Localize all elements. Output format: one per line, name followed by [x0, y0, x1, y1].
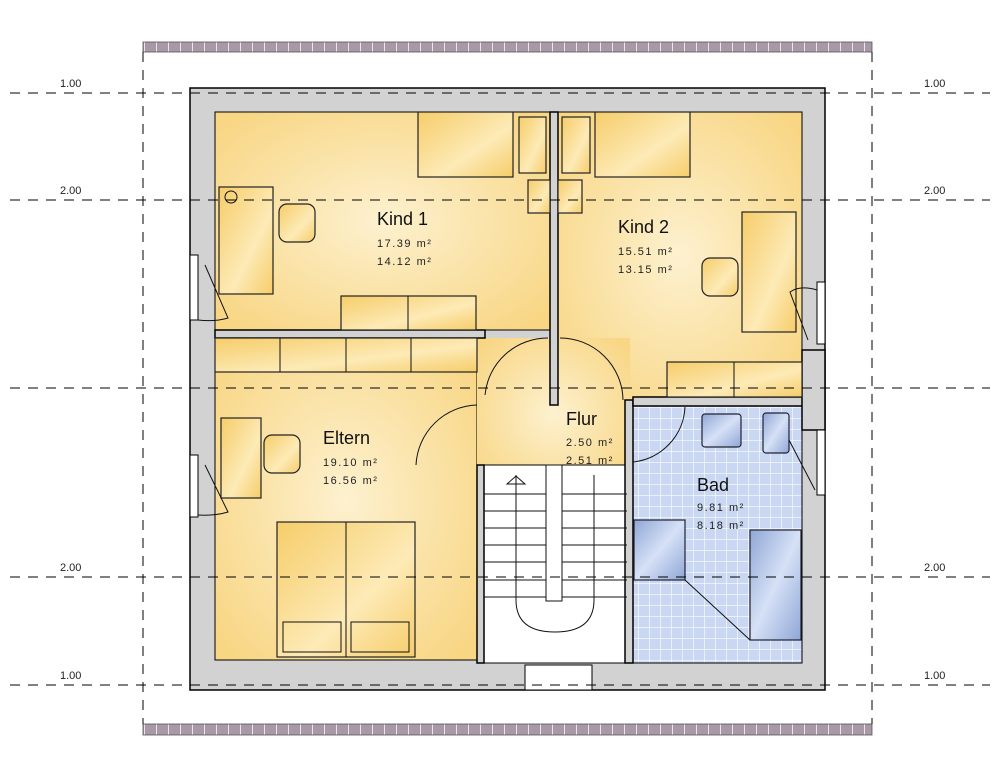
- nightstand-kind1: [518, 116, 547, 174]
- bed-kind1: [417, 111, 514, 178]
- wall-right-jog: [801, 349, 826, 431]
- socket-kind1: [527, 179, 551, 214]
- room-area-living: 16.56 m²: [323, 475, 378, 487]
- room-area-total: 2.50 m²: [566, 437, 614, 449]
- room-name-kind-2: Kind 2: [618, 217, 669, 237]
- bathtub: [749, 529, 802, 641]
- wall-kind1-eltern: [214, 329, 486, 339]
- dimension-label-right: 2.00: [924, 562, 945, 574]
- nightstand-kind2: [561, 116, 591, 174]
- door-swing-kind2: [559, 337, 624, 401]
- room-area-total: 9.81 m²: [697, 502, 745, 514]
- desk-kind1: [218, 186, 274, 295]
- room-area-living: 14.12 m²: [377, 256, 432, 268]
- pillow: [282, 621, 342, 653]
- sink: [701, 413, 742, 448]
- chair-kind1: [278, 203, 316, 243]
- window-bad: [816, 429, 826, 496]
- shower-screen: [684, 579, 751, 641]
- stair-direction-arrow-icon: [505, 475, 527, 485]
- dimension-label-right: 1.00: [924, 78, 945, 90]
- room-name-kind-1: Kind 1: [377, 209, 428, 229]
- room-area-total: 17.39 m²: [377, 238, 432, 250]
- room-name-flur: Flur: [566, 409, 597, 429]
- door-swing-bad: [632, 406, 686, 463]
- roof-edge-top: [142, 41, 873, 53]
- dimension-label-right: 2.00: [924, 185, 945, 197]
- lamp-icon: [224, 190, 238, 204]
- room-area-total: 15.51 m²: [618, 246, 673, 258]
- dimension-lines: [10, 92, 990, 686]
- door-swing-eltern: [415, 404, 478, 466]
- socket-kind2: [557, 179, 583, 214]
- dimension-label-left: 1.00: [60, 670, 81, 682]
- chair-kind2: [701, 257, 739, 297]
- wall-kind1-kind2: [549, 111, 559, 406]
- roof-edge-bottom: [142, 723, 873, 736]
- window-swing-eltern: [197, 464, 229, 516]
- window-eltern: [189, 454, 199, 518]
- room-name-eltern: Eltern: [323, 428, 370, 448]
- window-stairs: [524, 664, 593, 691]
- pillow: [350, 621, 410, 653]
- window-swing-kind2: [789, 287, 818, 341]
- room-area-living: 2.51 m²: [566, 455, 614, 467]
- wall-eltern-stairs: [476, 464, 485, 664]
- room-area-total: 19.10 m²: [323, 457, 378, 469]
- window-kind1: [189, 254, 199, 321]
- window-swing-kind1: [197, 264, 229, 322]
- dimension-label-left: 2.00: [60, 562, 81, 574]
- shower: [633, 519, 686, 581]
- wall-flur-bad: [624, 399, 634, 664]
- room-area-living: 8.18 m²: [697, 520, 745, 532]
- stair-turn: [515, 599, 595, 633]
- wall-kind2-bad: [632, 396, 804, 407]
- room-area-living: 13.15 m²: [618, 264, 673, 276]
- room-name-bad: Bad: [697, 475, 729, 495]
- dimension-label-right: 1.00: [924, 670, 945, 682]
- window-kind2: [816, 281, 826, 345]
- stair-handrail: [545, 464, 563, 602]
- window-swing-bad: [788, 439, 816, 491]
- desk-eltern: [220, 417, 262, 499]
- chair-eltern: [263, 434, 301, 474]
- dimension-label-left: 1.00: [60, 78, 81, 90]
- desk-kind2: [741, 211, 797, 333]
- dimension-label-left: 2.00: [60, 185, 81, 197]
- bed-kind2: [594, 111, 691, 178]
- toilet: [762, 412, 790, 454]
- door-swing-kind1: [484, 337, 549, 396]
